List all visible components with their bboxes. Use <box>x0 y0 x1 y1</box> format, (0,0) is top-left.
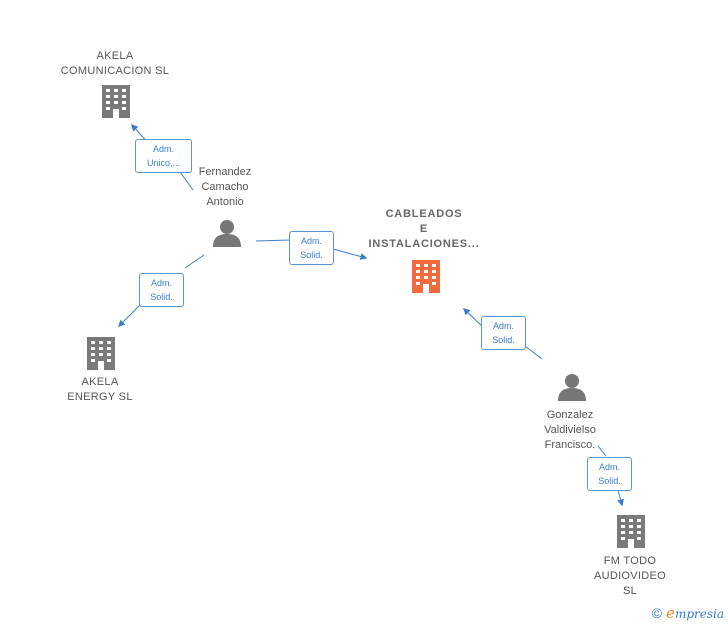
edge-label-adm-solid[interactable]: Adm. Solid. <box>587 457 632 491</box>
edge-label-adm-unico[interactable]: Adm. Unico,... <box>135 139 192 173</box>
person-icon[interactable] <box>558 374 586 401</box>
brand-logo[interactable]: empresia <box>666 604 724 622</box>
building-icon[interactable] <box>617 515 645 548</box>
building-icon[interactable] <box>412 260 440 293</box>
node-label-fm-todo[interactable]: FM TODO AUDIOVIDEO SL <box>593 555 667 597</box>
building-icon[interactable] <box>102 85 130 118</box>
edge-label-adm-solid[interactable]: Adm. Solid. <box>481 316 526 350</box>
building-icon[interactable] <box>87 337 115 370</box>
node-label-gonzalez[interactable]: Gonzalez Valdivielso Francisco. <box>544 409 596 451</box>
node-label-akela-comunicacion[interactable]: AKELA COMUNICACION SL <box>60 50 170 77</box>
node-label-fernandez[interactable]: Fernandez Camacho Antonio <box>198 166 252 208</box>
edge-label-adm-solid[interactable]: Adm. Solid. <box>289 231 334 265</box>
edge-gonzalez-fm-todo <box>597 445 622 505</box>
brand-logo-initial: e <box>666 604 675 622</box>
node-label-akela-energy[interactable]: AKELA ENERGY SL <box>67 376 133 403</box>
person-icon[interactable] <box>213 220 241 247</box>
copyright-symbol: © <box>651 605 663 621</box>
footer-credit: © empresia <box>652 604 724 622</box>
edge-label-adm-solid[interactable]: Adm. Solid. <box>139 273 184 307</box>
node-label-cableados[interactable]: CABLEADOS E INSTALACIONES... <box>368 208 480 250</box>
edge-fernandez-cableados <box>255 239 366 258</box>
edge-gonzalez-cableados <box>464 309 543 360</box>
brand-logo-text: mpresia <box>674 607 724 621</box>
